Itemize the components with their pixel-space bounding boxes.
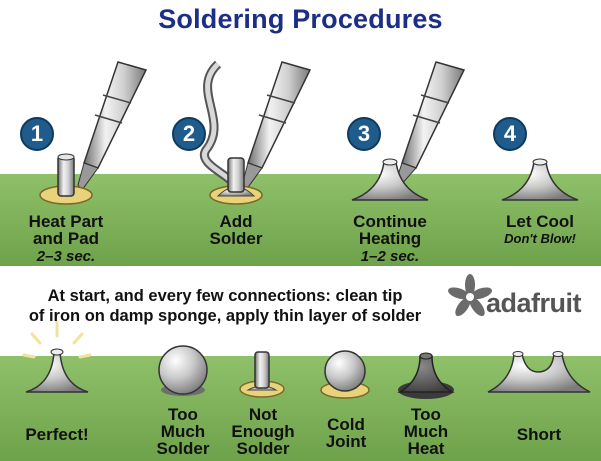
joint-step-2 [209, 157, 263, 205]
solder-wire [199, 60, 234, 184]
step-number-2: 2 [172, 117, 206, 151]
result-label-cold-joint-line2: Joint [325, 432, 367, 451]
adafruit-logo-icon [448, 274, 492, 317]
result-label-perfect: Perfect! [14, 426, 100, 443]
step-label-4: Let Cool Don't Blow! [480, 213, 600, 248]
step-label-3: Continue Heating 1–2 sec. [330, 213, 450, 266]
circuit-board-top [0, 174, 601, 266]
step-number-4: 4 [493, 117, 527, 151]
joint-step-4 [501, 158, 579, 201]
result-label-cold-joint-line1: Cold [327, 415, 365, 434]
result-label-too-much-solder-line1: Too [168, 405, 198, 424]
soldering-iron-3 [395, 61, 466, 187]
soldering-iron-2 [241, 61, 312, 191]
step-label-1: Heat Part and Pad 2–3 sec. [6, 213, 126, 266]
result-label-not-enough-solder-line1: Not [248, 405, 278, 424]
page-title: Soldering Procedures [158, 4, 443, 34]
joint-cold [320, 350, 370, 399]
step-label-3-time: 1–2 sec. [360, 248, 420, 265]
step-label-4-note: Don't Blow! [504, 231, 576, 246]
joint-short [487, 351, 591, 393]
result-label-perfect-line1: Perfect! [25, 425, 89, 444]
result-label-not-enough-solder-line3: Solder [236, 439, 290, 458]
step-label-2: Add Solder [186, 213, 286, 247]
joint-not-enough-solder [239, 351, 285, 398]
cleaning-note: At start, and every few connections: cle… [0, 286, 450, 326]
result-label-not-enough-solder-line2: Enough [231, 422, 295, 441]
step-label-3-line1: Continue [353, 212, 427, 231]
result-label-short-line1: Short [516, 425, 562, 444]
result-label-cold-joint: Cold Joint [306, 416, 386, 450]
result-label-too-much-solder-line3: Solder [156, 439, 210, 458]
joint-step-1 [39, 153, 93, 205]
adafruit-logo-text: adafruit [486, 288, 582, 318]
step-label-4-line1: Let Cool [506, 212, 574, 231]
joint-too-much-heat [397, 352, 455, 399]
joint-too-much-solder [158, 345, 208, 396]
joint-perfect [22, 320, 92, 393]
step-number-1: 1 [20, 117, 54, 151]
joint-step-3 [351, 158, 429, 201]
step-label-2-line1: Add [219, 212, 253, 231]
cleaning-note-line2: of iron on damp sponge, apply thin layer… [28, 307, 422, 325]
result-label-too-much-heat: Too Much Heat [386, 406, 466, 457]
step-label-1-line1: Heat Part [28, 212, 104, 231]
circuit-board-bottom [0, 356, 601, 461]
result-label-too-much-solder-line2: Much [160, 422, 206, 441]
cleaning-note-line1: At start, and every few connections: cle… [47, 287, 403, 305]
result-label-too-much-heat-line1: Too [411, 405, 441, 424]
soldering-iron-1 [77, 61, 148, 191]
step-number-3: 3 [347, 117, 381, 151]
step-label-3-line2: Heating [358, 229, 422, 248]
result-label-too-much-heat-line2: Much [403, 422, 449, 441]
result-label-too-much-heat-line3: Heat [407, 439, 445, 458]
step-label-1-time: 2–3 sec. [36, 248, 96, 265]
step-label-2-line2: Solder [209, 229, 263, 248]
step-label-1-line2: and Pad [32, 229, 100, 248]
result-label-not-enough-solder: Not Enough Solder [218, 406, 308, 457]
result-label-too-much-solder: Too Much Solder [138, 406, 228, 457]
result-label-short: Short [494, 426, 584, 443]
